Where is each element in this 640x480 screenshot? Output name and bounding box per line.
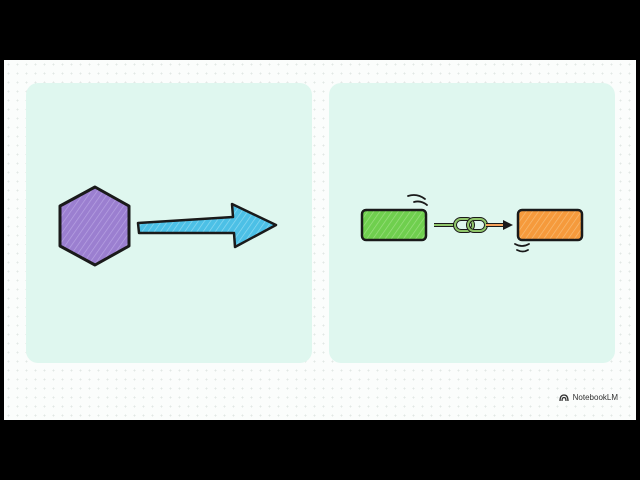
green-block-icon bbox=[360, 208, 428, 242]
brand-label: NotebookLM bbox=[572, 393, 618, 402]
slide: NotebookLM bbox=[4, 60, 636, 420]
left-panel-illustration bbox=[58, 185, 278, 267]
right-panel bbox=[329, 83, 615, 363]
motion-lines-icon bbox=[514, 243, 530, 253]
left-panel bbox=[26, 83, 312, 363]
chain-link-icon bbox=[434, 217, 513, 233]
hexagon-icon bbox=[58, 185, 131, 267]
motion-lines-icon bbox=[407, 194, 428, 206]
notebooklm-logo-icon bbox=[558, 393, 569, 402]
right-panel-illustration bbox=[360, 194, 584, 253]
orange-block-icon bbox=[516, 208, 584, 242]
arrow-right-icon bbox=[136, 202, 278, 249]
notebooklm-brand: NotebookLM bbox=[558, 393, 618, 402]
